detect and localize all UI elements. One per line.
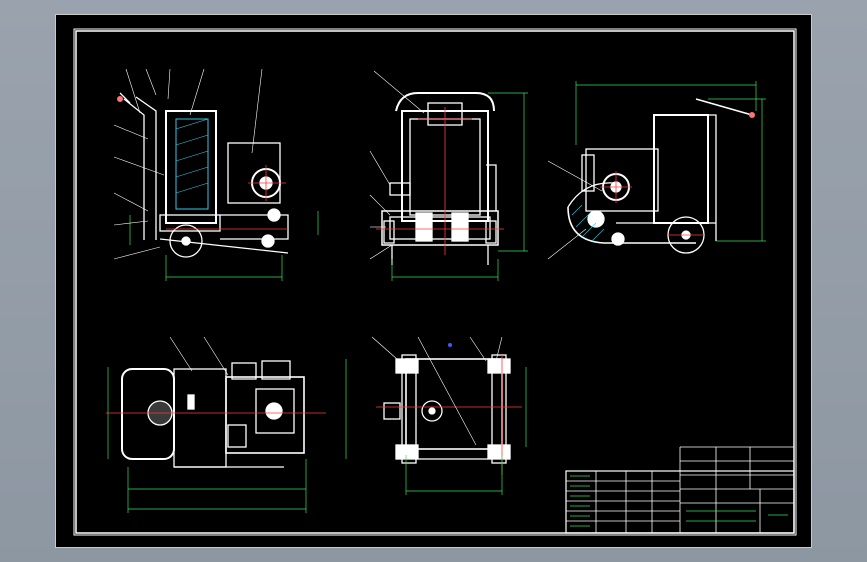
top-plan-view[interactable] [121,360,305,468]
cad-viewport[interactable] [55,14,812,548]
top-view-leaders [169,336,229,376]
right-view-leaders [547,160,603,260]
right-view-dimensions [575,81,766,242]
right-side-view[interactable] [567,98,755,254]
front-view-dimensions [391,92,528,281]
side-view-centerlines [166,165,288,230]
top-view-dimensions [107,367,307,513]
bottom-view-dimensions [345,359,527,495]
outer-frame [73,28,797,536]
side-view-leaders [113,68,263,260]
side-view-dimensions [129,211,319,281]
right-view-centerlines [600,171,704,236]
side-section-view[interactable] [117,92,289,258]
note-marker [448,343,452,347]
inner-frame [75,30,795,534]
title-block-text-strokes [570,475,788,527]
right-view-hatch [571,204,605,242]
bottom-view-leaders [371,336,503,446]
front-view-centerlines [376,107,504,255]
front-view-leaders [369,70,425,260]
engineering-drawing-sheet [73,28,797,536]
bottom-section-view[interactable] [383,354,511,464]
title-block[interactable] [565,446,795,534]
